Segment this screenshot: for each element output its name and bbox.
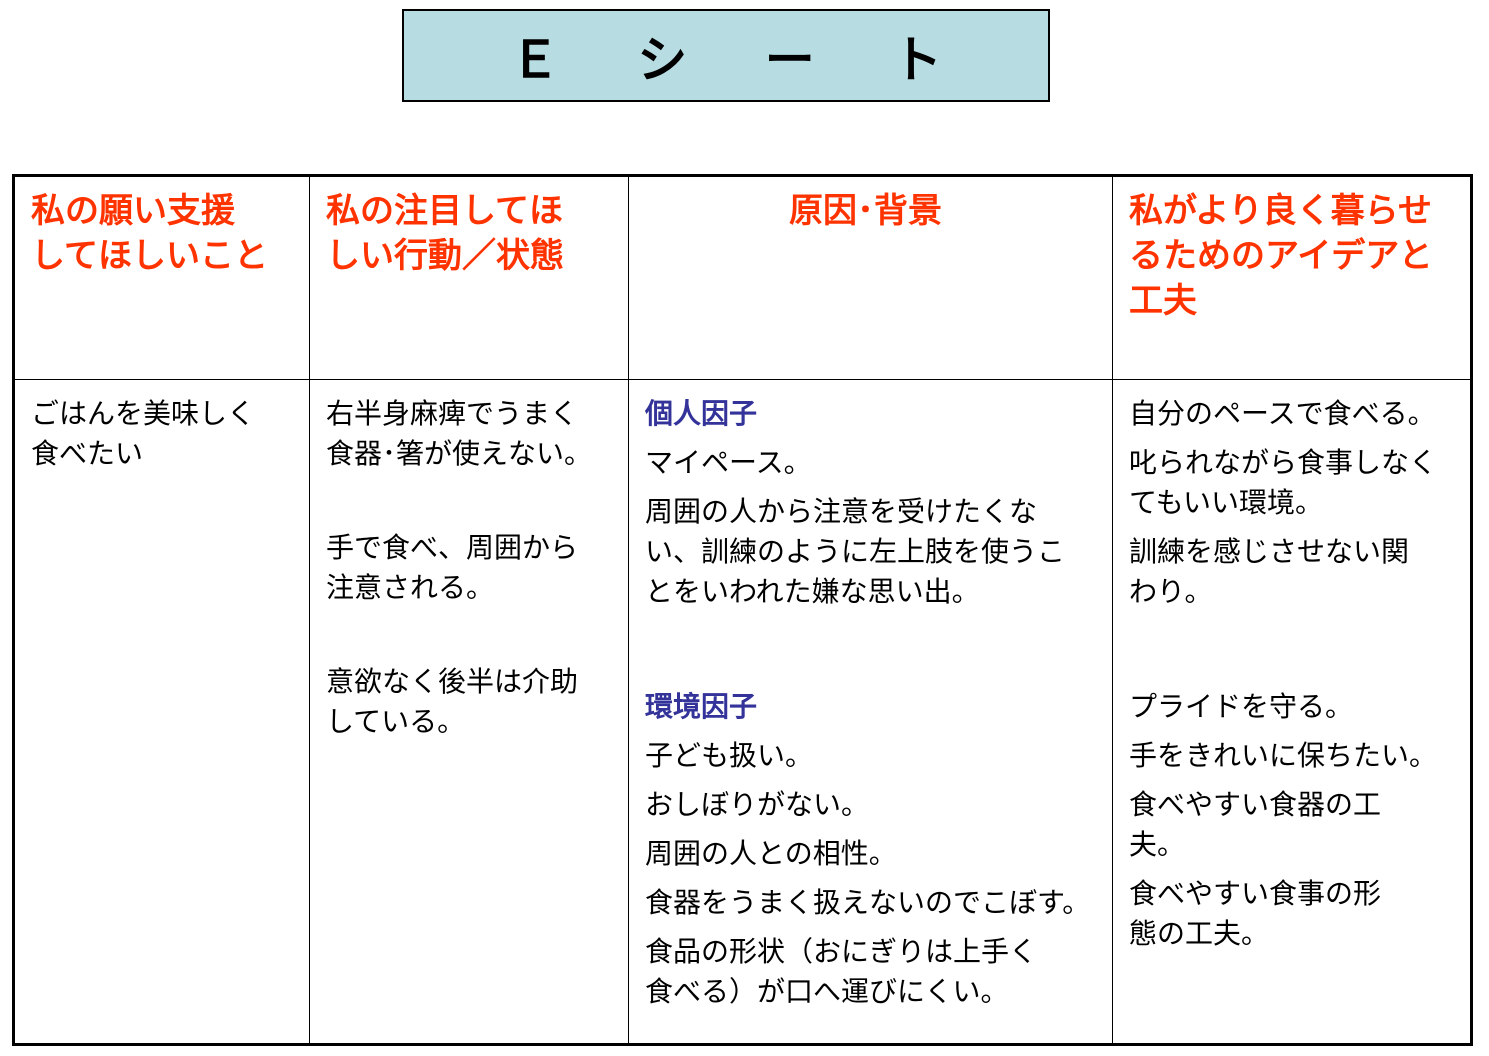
idea-item: 叱られながら食事しなく てもいい環境。 (1129, 446, 1438, 519)
personal-factor-item: マイペース。 (645, 446, 812, 479)
idea-item: プライドを守る。 (1129, 690, 1354, 723)
personal-factor-label: 個人因子 (645, 397, 758, 430)
header-cell-behavior: 私の注目してほ しい行動／状態 (310, 177, 629, 380)
body-cell-behavior: 右半身麻痺でうまく 食器･箸が使えない。 手で食べ、周囲から 注意される。 意欲… (310, 380, 629, 1043)
environment-factor-item: 食品の形状（おにぎりは上手く 食べる）が口へ運びにくい。 (645, 935, 1038, 1008)
header-cell-wish: 私の願い支援 してほしいこと (15, 177, 310, 380)
idea-item: 手をきれいに保ちたい。 (1129, 739, 1438, 772)
header-cause: 原因･背景 (789, 191, 942, 231)
environment-factor-item: 周囲の人との相性。 (645, 837, 897, 870)
idea-item: 食べやすい食事の形 態の工夫。 (1129, 877, 1382, 950)
body-cell-wish: ごはんを美味しく 食べたい (15, 380, 310, 1043)
environment-factor-item: 食器をうまく扱えないのでこぼす。 (645, 886, 1091, 919)
header-ideas: 私がより良く暮らせ るためのアイデアと 工夫 (1129, 191, 1433, 321)
wish-text: ごはんを美味しく 食べたい (31, 397, 256, 470)
title-box: Ｅ シ ー ト (402, 9, 1050, 102)
body-cell-cause: 個人因子 マイペース。 周囲の人から注意を受けたくな い、訓練のように左上肢を使… (629, 380, 1113, 1043)
idea-item: 食べやすい食器の工 夫。 (1129, 788, 1382, 861)
idea-item: 自分のペースで食べる。 (1129, 397, 1436, 430)
header-cell-ideas: 私がより良く暮らせ るためのアイデアと 工夫 (1113, 177, 1470, 380)
header-behavior: 私の注目してほ しい行動／状態 (326, 191, 564, 276)
e-sheet-table: 私の願い支援 してほしいこと 私の注目してほ しい行動／状態 原因･背景 私がよ… (12, 174, 1473, 1046)
environment-factor-label: 環境因子 (645, 690, 758, 723)
behavior-item: 手で食べ、周囲から 注意される。 (326, 531, 579, 604)
environment-factor-item: おしぼりがない。 (645, 788, 870, 821)
behavior-item: 右半身麻痺でうまく 食器･箸が使えない。 (326, 397, 593, 470)
page-title: Ｅ シ ー ト (509, 30, 973, 89)
body-cell-ideas: 自分のペースで食べる。 叱られながら食事しなく てもいい環境。 訓練を感じさせな… (1113, 380, 1470, 1043)
header-cell-cause: 原因･背景 (629, 177, 1113, 380)
environment-factor-item: 子ども扱い。 (645, 739, 814, 772)
behavior-item: 意欲なく後半は介助 している。 (326, 665, 579, 738)
personal-factor-item: 周囲の人から注意を受けたくな い、訓練のように左上肢を使うこ とをいわれた嫌な思… (645, 495, 1066, 608)
idea-item: 訓練を感じさせない関 わり。 (1129, 535, 1410, 608)
header-wish: 私の願い支援 してほしいこと (31, 191, 268, 276)
